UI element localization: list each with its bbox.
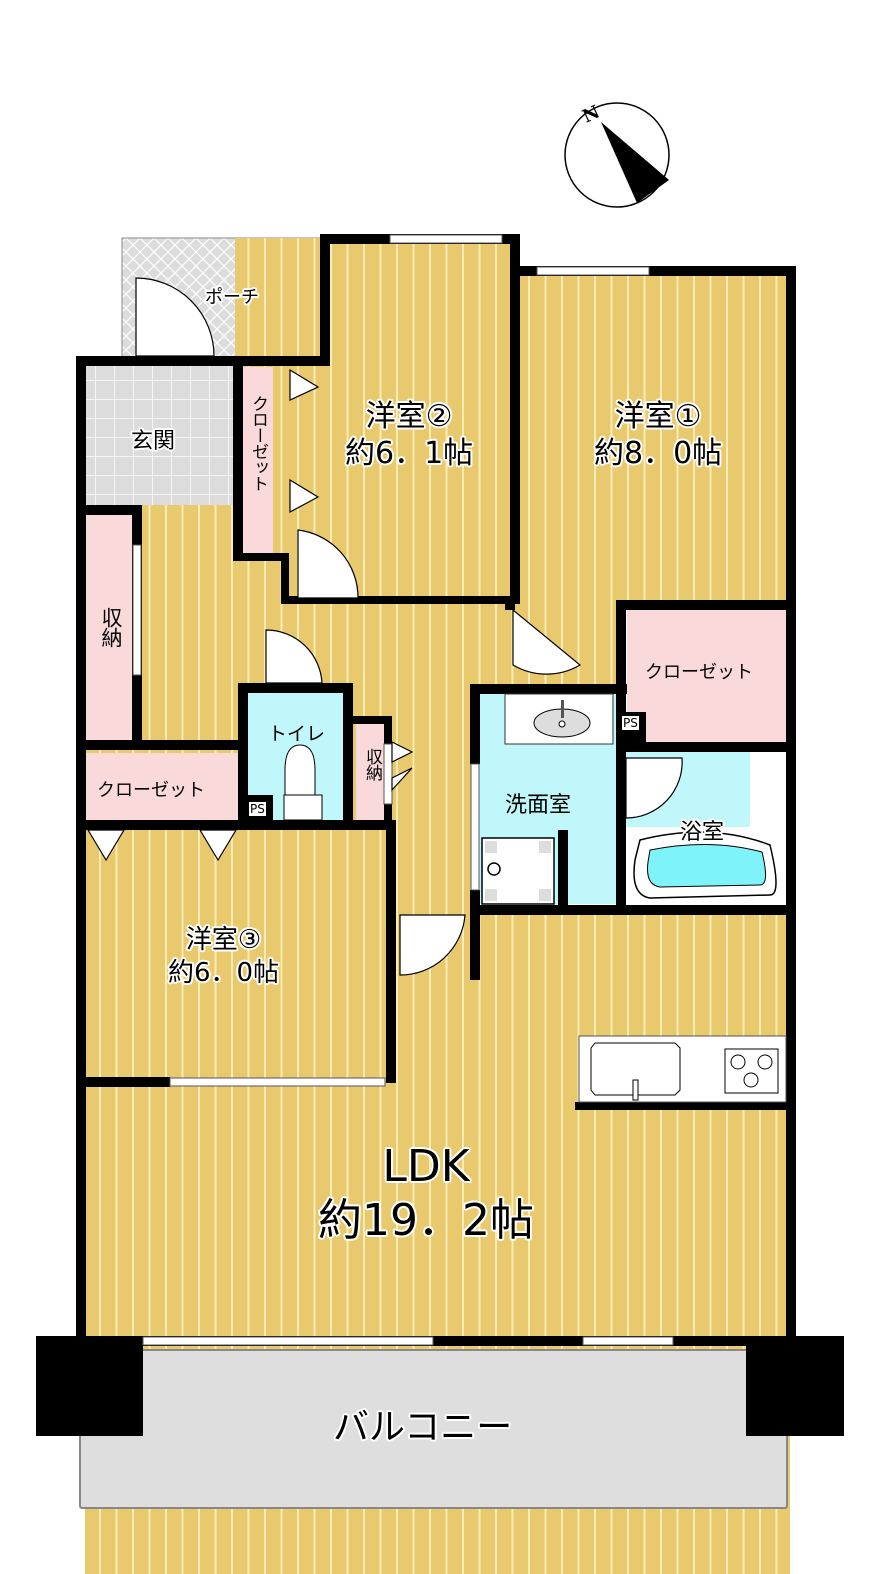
- windows: [132, 234, 674, 1346]
- ldk-name: LDK: [382, 1141, 470, 1192]
- ps-label-left: PS: [249, 802, 266, 816]
- closet-right-label: クローゼット: [645, 662, 753, 683]
- western-room-2-size: 約6．1帖: [345, 436, 474, 471]
- western-room-3-size: 約6．0帖: [168, 958, 280, 988]
- bathtub-icon: [633, 831, 777, 899]
- western-room-1-size: 約8．0帖: [594, 436, 723, 471]
- closet-left-label: クローゼット: [97, 780, 205, 801]
- porch-label: ポーチ: [205, 287, 259, 308]
- bathroom-label: 浴室: [680, 820, 725, 845]
- washing-machine-pan-icon: [481, 837, 555, 905]
- toilet-icon: [283, 744, 323, 821]
- washroom-label: 洗面室: [505, 793, 572, 818]
- western-room-2-label: 洋室② 約6．1帖: [345, 398, 473, 472]
- balcony-label: バルコニー: [333, 1407, 513, 1448]
- storage-small-label: 収納: [362, 748, 382, 780]
- western-room-1-name: 洋室①: [614, 399, 702, 434]
- washbasin-icon: [504, 693, 614, 745]
- western-room-3-name: 洋室③: [185, 925, 262, 955]
- storage-left-label: 収納: [99, 607, 123, 647]
- north-compass-icon: [564, 102, 670, 208]
- walls: [36, 234, 844, 1436]
- entrance-label: 玄関: [131, 429, 176, 454]
- toilet-label: トイレ: [268, 723, 326, 745]
- entrance-area: [85, 365, 237, 510]
- ldk-size: 約19．2帖: [318, 1195, 534, 1246]
- doors: [86, 277, 683, 976]
- closets: [86, 367, 787, 823]
- closet-hall-label: クローゼット: [248, 395, 268, 491]
- ps-label-right: PS: [622, 716, 639, 730]
- western-room-3-label: 洋室③ 約6．0帖: [168, 924, 279, 990]
- western-room-2-name: 洋室②: [365, 399, 453, 434]
- ldk-label: LDK 約19．2帖: [318, 1140, 534, 1248]
- kitchen-counter-icon: [578, 1035, 787, 1103]
- western-room-1-label: 洋室① 約8．0帖: [594, 398, 722, 472]
